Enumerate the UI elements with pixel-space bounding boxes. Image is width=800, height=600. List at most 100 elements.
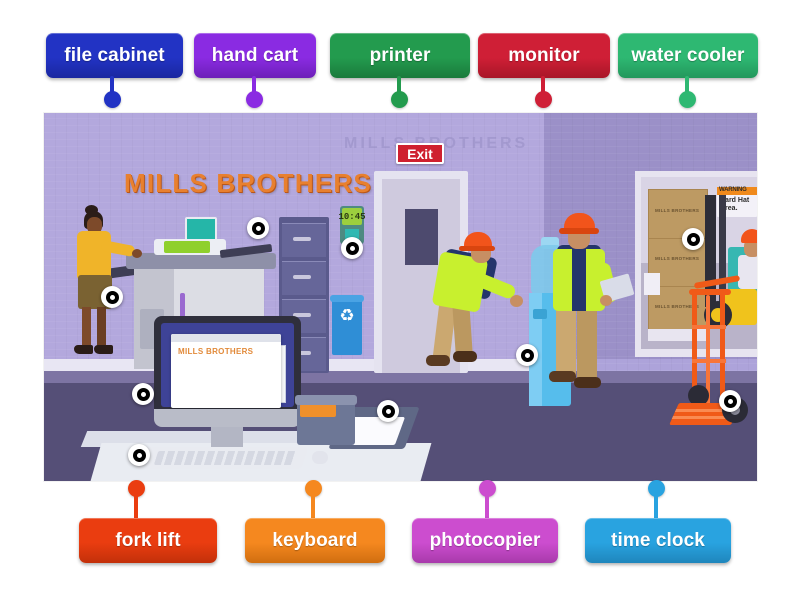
worker-b-shoe-left [549, 371, 576, 382]
label-connector-knob-file-cabinet[interactable] [103, 91, 121, 108]
worker-b-vest-opening [572, 249, 586, 311]
label-connector-knob-keyboard[interactable] [304, 480, 322, 497]
marker-time-clock[interactable] [341, 237, 363, 259]
hand-cart-wheel-rear [688, 385, 709, 406]
label-chip-hand-cart[interactable]: hand cart [194, 33, 316, 78]
keyboard-keys [153, 451, 297, 465]
wall-display [185, 217, 217, 243]
person-woman-head [87, 217, 102, 234]
label-chip-text: monitor [508, 45, 580, 66]
label-connector-stem-file-cabinet [110, 76, 114, 96]
person-woman-shoe-right [94, 345, 113, 354]
person-woman-leg-left [82, 307, 91, 349]
label-connector-stem-monitor [541, 76, 545, 96]
worker-b-hard-hat-brim [559, 228, 599, 234]
wall-logo: MILLS BROTHERS [124, 168, 372, 198]
person-woman-hair-bun [85, 205, 98, 215]
label-chip-text: keyboard [272, 530, 358, 551]
label-connector-stem-time-clock [654, 492, 658, 520]
label-chip-photocopier[interactable]: photocopier [412, 518, 558, 563]
label-connector-knob-hand-cart[interactable] [245, 91, 263, 108]
marker-water-cooler[interactable] [516, 344, 538, 366]
monitor-screen-text: MILLS BROTHERS [178, 347, 254, 356]
label-chip-keyboard[interactable]: keyboard [245, 518, 385, 563]
exit-sign: Exit [396, 143, 444, 164]
label-connector-knob-printer[interactable] [390, 91, 408, 108]
label-chip-water-cooler[interactable]: water cooler [618, 33, 758, 78]
worker-a-hard-hat-brim [459, 246, 495, 251]
worker-b-hand [600, 295, 612, 306]
worker-a-shoe-right [453, 351, 477, 362]
label-connector-stem-keyboard [311, 492, 315, 520]
label-connector-stem-hand-cart [252, 76, 256, 96]
marker-photocopier[interactable] [101, 286, 123, 308]
time-clock-display: 10:45 [339, 208, 366, 225]
label-chip-text: water cooler [631, 45, 745, 66]
label-chip-text: time clock [611, 530, 705, 551]
time-clock-card-slot [345, 229, 359, 239]
label-connector-knob-fork-lift[interactable] [127, 480, 145, 497]
label-connector-knob-water-cooler[interactable] [678, 91, 696, 108]
marker-printer[interactable] [377, 400, 399, 422]
label-connector-stem-photocopier [485, 492, 489, 520]
photocopier-button-strip [180, 293, 185, 319]
label-chip-monitor[interactable]: monitor [478, 33, 610, 78]
worker-b-leg-right [577, 307, 597, 381]
marker-monitor[interactable] [132, 383, 154, 405]
printer-top [295, 395, 357, 405]
worker-a-hand [510, 295, 523, 307]
cardboard-boxes: MILLS BROTHERS MILLS BROTHERS MILLS BROT… [648, 189, 709, 339]
person-woman-leg-right [97, 307, 106, 349]
photocopier-scanbar [164, 241, 210, 253]
label-chip-time-clock[interactable]: time clock [585, 518, 731, 563]
worker-b-leg-left [556, 307, 576, 377]
marker-hand-cart[interactable] [719, 390, 741, 412]
label-chip-printer[interactable]: printer [330, 33, 470, 78]
warning-sign-line2: Hard Hat [720, 197, 750, 204]
hand-cart-rail-center [706, 295, 710, 411]
marker-keyboard[interactable] [128, 444, 150, 466]
label-connector-stem-printer [397, 76, 401, 96]
label-chip-file-cabinet[interactable]: file cabinet [46, 33, 183, 78]
monitor-window-front [171, 334, 281, 408]
fork-lift-mast-rear [719, 195, 726, 307]
person-woman-shoe-left [74, 345, 93, 354]
box-label-2: MILLS BROTHERS [655, 256, 700, 261]
label-chip-text: file cabinet [64, 45, 165, 66]
label-connector-knob-photocopier[interactable] [478, 480, 496, 497]
worker-a-hard-hat [464, 232, 492, 249]
worker-b-hard-hat [564, 213, 595, 231]
box-label-3: MILLS BROTHERS [655, 304, 700, 309]
warning-sign-line3: Area. [720, 205, 738, 212]
monitor-window-titlebar [171, 334, 281, 342]
label-chip-fork-lift[interactable]: fork lift [79, 518, 217, 563]
label-chip-text: hand cart [211, 45, 299, 66]
label-connector-knob-time-clock[interactable] [647, 480, 665, 497]
person-woman-torso [77, 231, 111, 279]
hand-cart-crossbar-upper [692, 325, 726, 329]
fork-lift-driver-body [738, 255, 757, 289]
pallet [648, 329, 706, 341]
recycling-bin [332, 299, 362, 355]
printer-front-panel [300, 404, 336, 417]
mouse [312, 451, 328, 464]
hand-cart-rail-right [720, 289, 725, 413]
person-woman-hand [132, 249, 142, 258]
white-box [644, 273, 660, 295]
recycle-icon: ♻ [339, 306, 355, 325]
recycling-bin-lid [330, 295, 364, 302]
scene-image: MILLS BROTHERS MILLS BROTHERS Exit 10:45… [44, 113, 757, 481]
worker-b-shoe-right [574, 377, 601, 388]
hand-cart-crossbar-lower [692, 359, 726, 363]
monitor-bottom-bezel [154, 409, 301, 427]
hand-cart-rail-left [692, 293, 697, 413]
fork-lift-driver-helmet [741, 229, 757, 243]
marker-file-cabinet[interactable] [247, 217, 269, 239]
worker-a-shoe-left [426, 355, 450, 366]
label-connector-knob-monitor[interactable] [534, 91, 552, 108]
label-connector-stem-water-cooler [685, 76, 689, 96]
water-cooler-tap [533, 309, 547, 319]
marker-fork-lift[interactable] [682, 228, 704, 250]
photocopier-top [126, 253, 276, 269]
